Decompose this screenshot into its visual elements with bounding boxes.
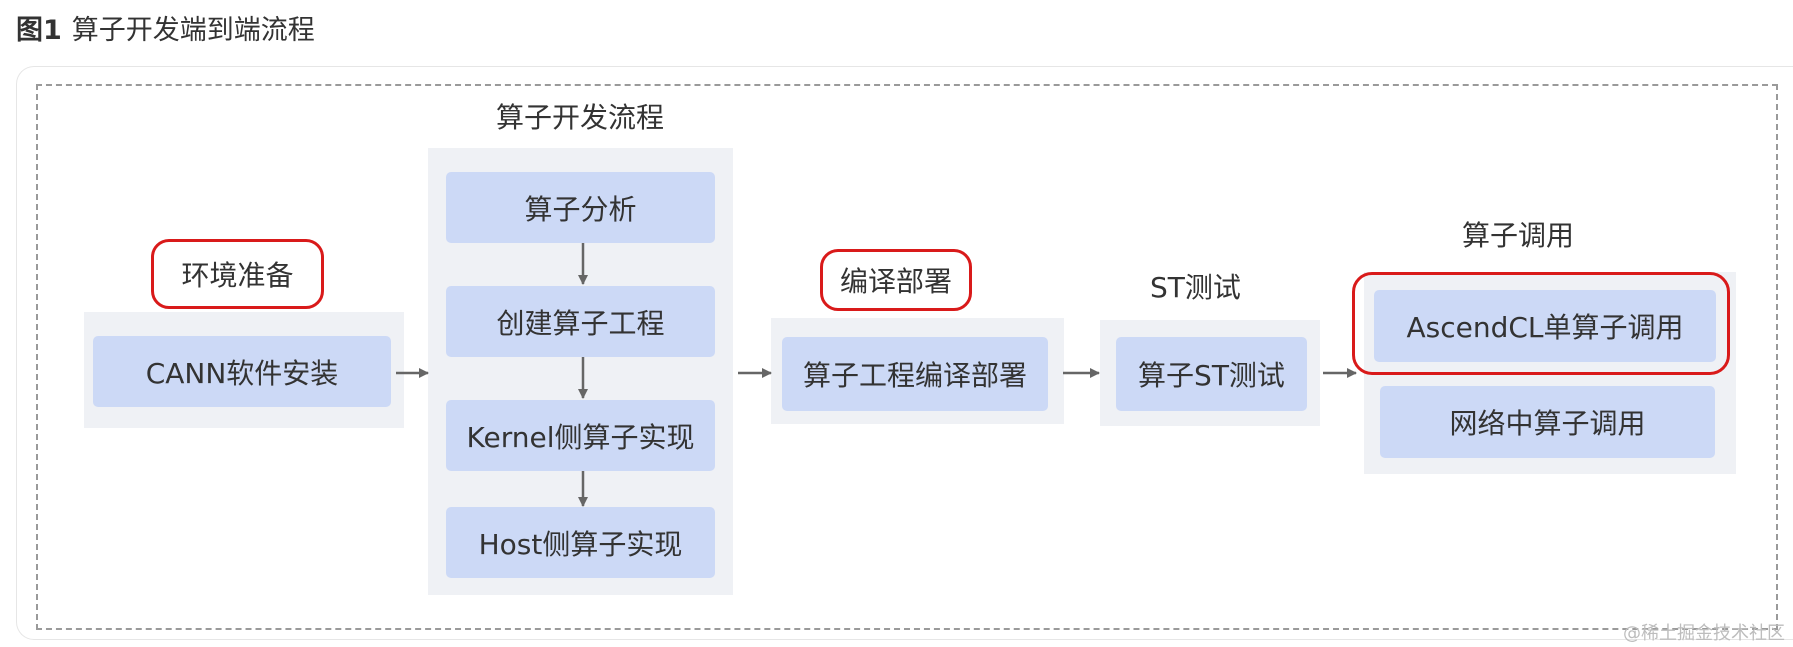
dev-label: 算子开发流程 xyxy=(496,101,665,134)
figure-caption: 图1 算子开发端到端流程 xyxy=(16,8,315,47)
dev-step-analysis: 算子分析 xyxy=(446,172,715,243)
figure-frame xyxy=(16,66,1793,640)
compile-label: 编译部署 xyxy=(820,249,972,311)
dev-step-create-project: 创建算子工程 xyxy=(446,286,715,357)
st-test-box: 算子ST测试 xyxy=(1116,337,1307,411)
network-call-box: 网络中算子调用 xyxy=(1380,386,1715,458)
dashed-border xyxy=(36,84,1778,630)
ascendcl-call-box: AscendCL单算子调用 xyxy=(1374,290,1716,362)
compile-deploy-box: 算子工程编译部署 xyxy=(782,337,1048,411)
cann-install-box: CANN软件安装 xyxy=(93,336,391,407)
figure-caption-text: 算子开发端到端流程 xyxy=(71,15,315,46)
env-label: 环境准备 xyxy=(151,239,324,309)
watermark: @稀土掘金技术社区 xyxy=(1623,623,1785,644)
ascendcl-highlight-ring xyxy=(1352,272,1730,375)
dev-step-host-impl: Host侧算子实现 xyxy=(446,507,715,578)
dev-step-kernel-impl: Kernel侧算子实现 xyxy=(446,400,715,471)
figure-number: 图1 xyxy=(16,15,62,46)
st-label: ST测试 xyxy=(1150,271,1241,304)
call-label: 算子调用 xyxy=(1462,219,1575,252)
